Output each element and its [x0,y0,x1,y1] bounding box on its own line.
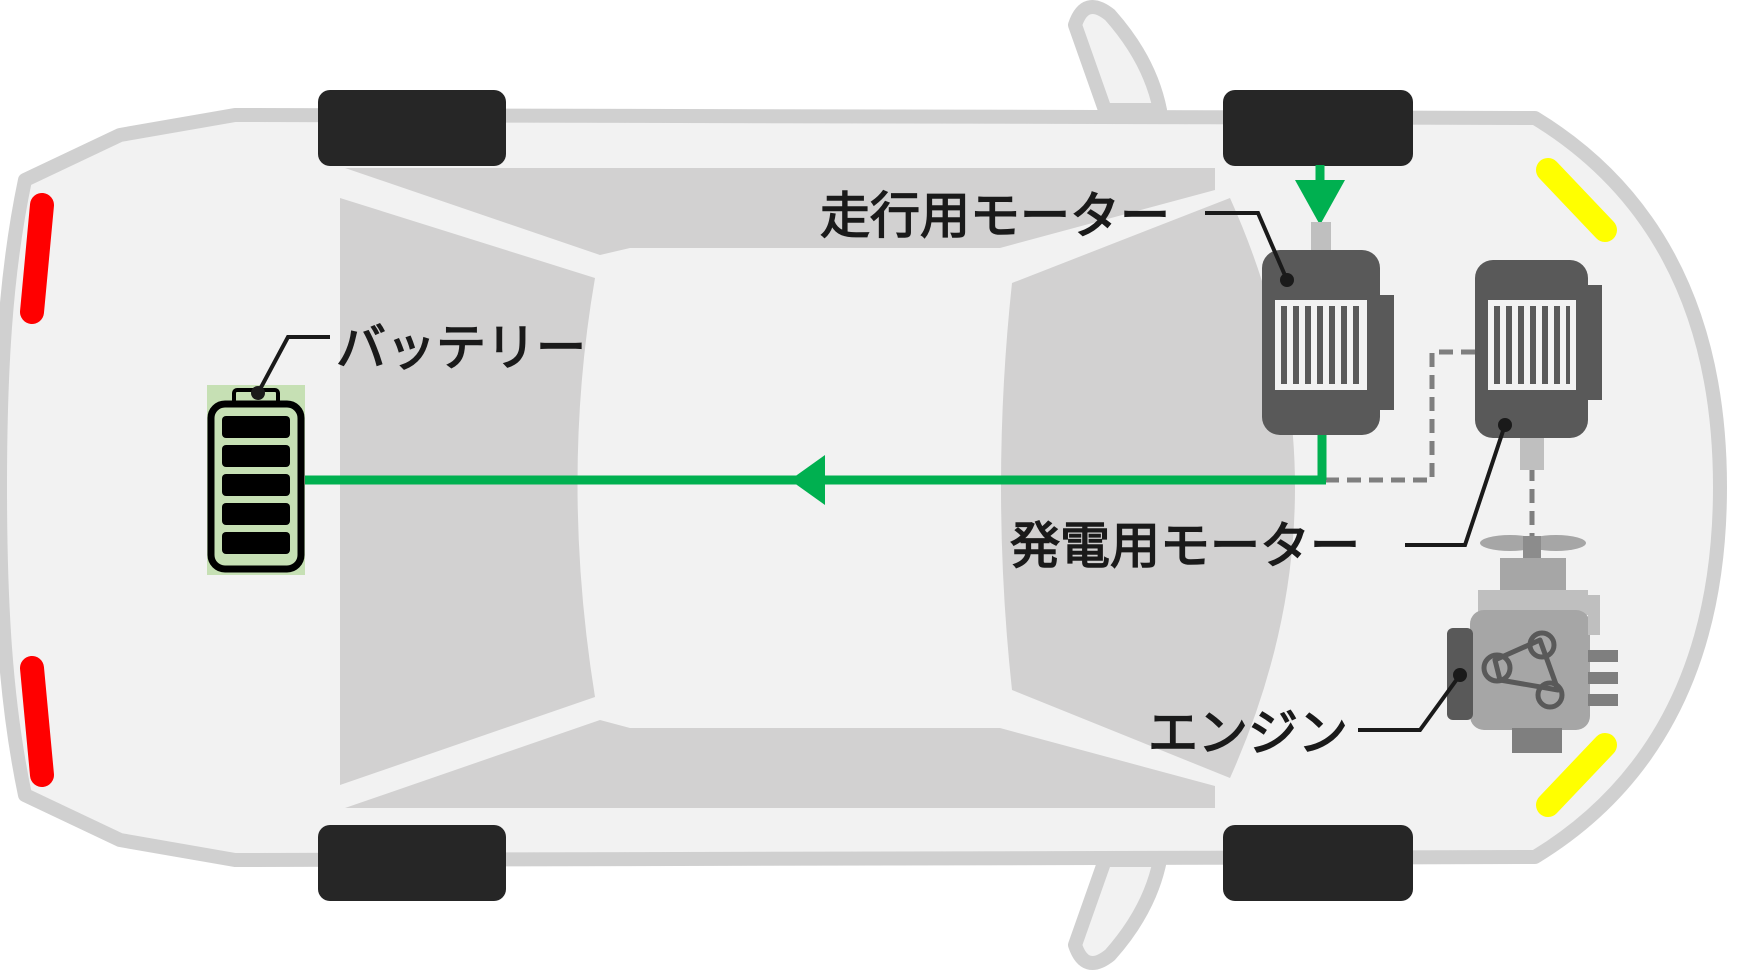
battery [207,385,305,575]
drive-motor-vent-bars [1281,306,1359,384]
tail-light-top [20,193,54,324]
engine [1447,535,1618,753]
label-generator-motor: 発電用モーター [1010,517,1360,575]
mechanical-links [1325,349,1535,545]
engine-belt [1492,637,1561,693]
engine-top [1500,558,1566,592]
engine-side-pipe [1588,595,1600,635]
tire-rear-bottom [318,825,506,901]
generator-motor [1475,260,1602,470]
engine-fan-hub [1523,536,1541,562]
generator-to-drive-link [1325,349,1475,483]
engine-pulley-1 [1481,652,1513,684]
leader-battery [256,335,330,394]
windshield [1001,198,1295,778]
side-mirror-top [1068,0,1167,117]
engine-pulley-2 [1527,630,1557,660]
engine-base [1512,728,1562,753]
battery-cells [222,416,290,554]
side-mirror-bottom [1068,853,1167,970]
tire-front-top [1223,90,1413,166]
label-battery: バッテリー [336,319,586,377]
cabin [340,168,1295,808]
leader-generator-motor [1405,424,1507,547]
roof-side-top [345,168,1215,255]
tire-rear-top [318,90,506,166]
engine-block [1470,610,1590,730]
leader-engine [1358,673,1462,732]
tail-light-bottom [20,656,54,787]
leader-lines [256,211,1507,732]
leader-dots [251,273,1512,682]
drive-motor [1262,222,1394,435]
drive-motor-shaft [1311,222,1331,252]
engine-exhaust-2 [1588,672,1618,684]
power-flow [302,165,1345,505]
leader-drive-motor [1205,211,1289,281]
generator-motor-flange [1586,285,1602,400]
engine-pulley-3 [1535,680,1565,710]
engine-exhaust-1 [1588,650,1618,662]
drive-motor-flange [1378,295,1394,410]
head-light-top [1536,158,1617,242]
label-drive-motor: 走行用モーター [820,187,1170,245]
head-light-bottom [1536,733,1617,817]
tire-front-bottom [1223,825,1413,901]
generator-motor-vent-bars [1494,306,1570,384]
flow-arrow-down [1295,180,1345,225]
engine-exhaust-3 [1588,694,1618,706]
roof-side-bottom [345,720,1215,808]
rear-window [340,198,595,785]
label-engine: エンジン [1148,704,1348,762]
flow-arrow-left [790,455,825,505]
